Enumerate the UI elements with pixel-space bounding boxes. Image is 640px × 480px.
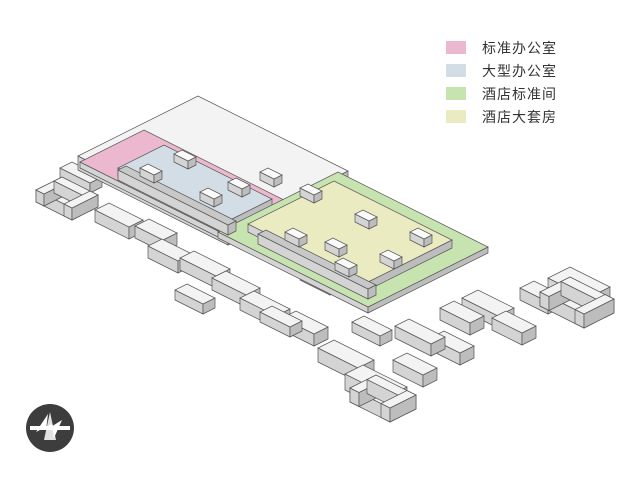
- atrium-core: [354, 209, 378, 230]
- legend: 标准办公室 大型办公室 酒店标准间 酒店大套房: [446, 36, 557, 128]
- legend-label: 标准办公室: [482, 40, 557, 57]
- ring-segment: [574, 294, 615, 329]
- north-arrow-compass-icon: [26, 404, 74, 452]
- legend-label: 大型办公室: [482, 63, 557, 80]
- podium-block: [392, 352, 438, 388]
- courtyard-block-south: [349, 374, 417, 423]
- legend-label: 酒店标准间: [482, 86, 557, 103]
- podium-block: [439, 300, 485, 336]
- atrium-core: [324, 237, 348, 258]
- legend-item-hotel-standard-room: 酒店标准间: [446, 82, 557, 105]
- tower-floors: [77, 95, 489, 314]
- atrium-core: [227, 177, 251, 198]
- legend-swatch: [446, 87, 466, 100]
- atrium-core: [284, 227, 308, 248]
- atrium-core: [173, 149, 197, 170]
- legend-item-hotel-suite: 酒店大套房: [446, 105, 557, 128]
- circulation-ring: [117, 165, 237, 236]
- courtyard-block-west: [35, 176, 99, 221]
- podium-block: [59, 161, 103, 194]
- legend-swatch: [446, 41, 466, 54]
- atrium-core: [379, 249, 403, 270]
- courtyard-block-east: [539, 276, 615, 329]
- legend-item-standard-office: 标准办公室: [446, 36, 557, 59]
- atrium-core: [299, 183, 323, 204]
- podium-block: [174, 283, 216, 315]
- legend-item-large-office: 大型办公室: [446, 59, 557, 82]
- ring-segment: [380, 390, 417, 423]
- legend-swatch: [446, 110, 466, 123]
- atrium-core: [334, 257, 358, 278]
- ring-segment: [63, 190, 99, 221]
- podium-block: [491, 310, 537, 346]
- legend-swatch: [446, 64, 466, 77]
- legend-label: 酒店大套房: [482, 109, 557, 126]
- atrium-core: [139, 163, 163, 184]
- atrium-core: [259, 167, 283, 188]
- atrium-core: [199, 187, 223, 208]
- podium-block: [351, 315, 393, 347]
- atrium-core: [409, 227, 433, 248]
- podium-block: [259, 305, 303, 338]
- podium-block: [394, 318, 446, 357]
